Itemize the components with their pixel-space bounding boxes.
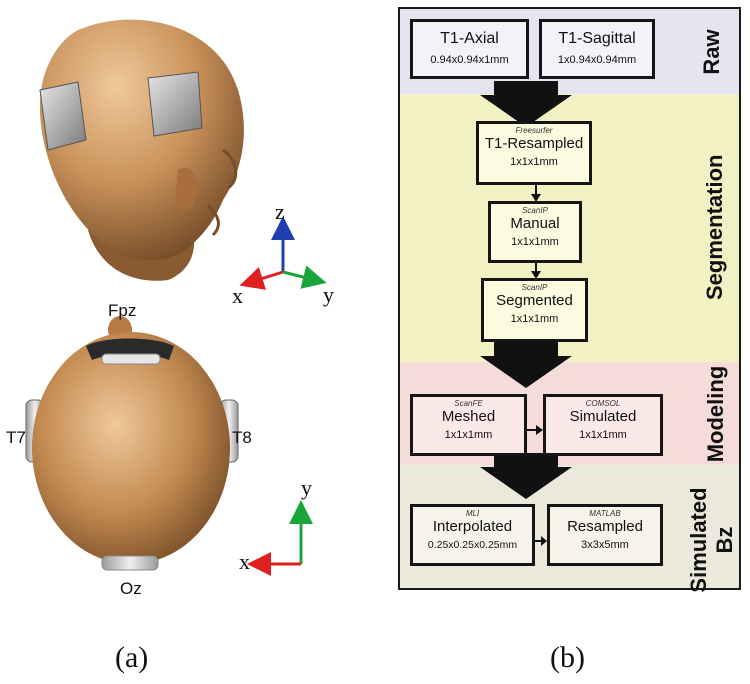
box-name: Manual xyxy=(510,215,560,232)
arrow-resampled-to-manual xyxy=(531,184,541,202)
box-t1-axial: T1-Axial 0.94x0.94x1mm xyxy=(410,19,529,79)
electrode-pad-left xyxy=(39,81,87,151)
box-res: 1x1x1mm xyxy=(579,429,627,441)
box-name: T1-Sagittal xyxy=(558,30,636,47)
box-software: ScanIP xyxy=(522,206,548,215)
axis-x-label-2d: x xyxy=(239,549,250,574)
box-name: Simulated xyxy=(569,408,637,425)
box-name: Resampled xyxy=(567,518,643,535)
box-simulated: COMSOL Simulated 1x1x1mm xyxy=(543,394,663,456)
axis-x-label-3d: x xyxy=(232,283,243,308)
box-software: ScanIP xyxy=(521,283,548,292)
axis-y-label-3d: y xyxy=(323,282,334,307)
box-res: 3x3x5mm xyxy=(581,539,629,551)
box-name: Interpolated xyxy=(432,518,513,535)
band-label-raw: Raw xyxy=(699,29,724,75)
axis-z-label: z xyxy=(275,199,285,224)
band-label-modeling: Modeling xyxy=(703,365,728,463)
box-res: 1x1x1mm xyxy=(511,236,559,248)
band-label-segmentation: Segmentation xyxy=(702,154,727,300)
big-arrow-raw-to-seg xyxy=(480,81,572,127)
arrow-meshed-to-simulated xyxy=(527,425,543,435)
box-name: Segmented xyxy=(496,292,573,309)
pipeline-flowchart: Raw Segmentation Modeling Simulated Bz T… xyxy=(398,7,741,593)
box-manual: ScanIP Manual 1x1x1mm xyxy=(488,201,582,263)
electrode-label-t7: T7 xyxy=(6,428,26,447)
box-res: 1x1x1mm xyxy=(444,429,493,441)
big-arrow-model-to-sim xyxy=(480,453,572,499)
head-3d-oblique-image xyxy=(39,19,244,281)
head-top-view-image xyxy=(25,316,239,571)
box-interpolated: MLI Interpolated 0.25x0.25x0.25mm xyxy=(410,504,535,566)
band-label-simulated: Simulated Bz xyxy=(686,487,737,593)
box-t1-resampled: Freesurfer T1-Resampled 1x1x1mm xyxy=(476,121,592,185)
electrode-pad-right xyxy=(147,71,203,137)
box-software: MATLAB xyxy=(589,509,621,518)
electrode-label-t8: T8 xyxy=(232,428,252,447)
box-res: 0.94x0.94x1mm xyxy=(430,54,509,66)
box-segmented: ScanIP Segmented 1x1x1mm xyxy=(481,278,588,342)
arrow-manual-to-segmented xyxy=(531,261,541,279)
box-resampled: MATLAB Resampled 3x3x5mm xyxy=(547,504,663,566)
panel-b-caption: (b) xyxy=(550,641,585,674)
axes-2d-icon xyxy=(247,500,313,576)
axis-y-label-2d: y xyxy=(301,475,312,500)
box-name: T1-Resampled xyxy=(484,135,584,152)
box-res: 0.25x0.25x0.25mm xyxy=(427,539,518,551)
box-software: COMSOL xyxy=(585,399,621,408)
box-res: 1x0.94x0.94mm xyxy=(557,54,637,66)
electrode-label-oz: Oz xyxy=(120,579,142,598)
box-meshed: ScanFE Meshed 1x1x1mm xyxy=(410,394,527,456)
panel-a: z x y Fpz T7 T8 Oz xyxy=(6,19,334,674)
box-name: Meshed xyxy=(441,408,496,425)
big-arrow-seg-to-model xyxy=(480,342,572,388)
box-res: 1x1x1mm xyxy=(510,156,558,168)
axes-3d-icon xyxy=(239,216,327,290)
electrode-label-fpz: Fpz xyxy=(108,301,137,320)
box-software: MLI xyxy=(465,509,480,518)
box-software: Freesurfer xyxy=(515,126,553,135)
arrow-interpolated-to-resampled xyxy=(535,536,547,546)
box-t1-sagittal: T1-Sagittal 1x0.94x0.94mm xyxy=(539,19,655,79)
box-name: T1-Axial xyxy=(440,30,499,47)
box-software: ScanFE xyxy=(454,399,483,408)
box-res: 1x1x1mm xyxy=(510,313,559,325)
panel-a-caption: (a) xyxy=(115,641,149,674)
